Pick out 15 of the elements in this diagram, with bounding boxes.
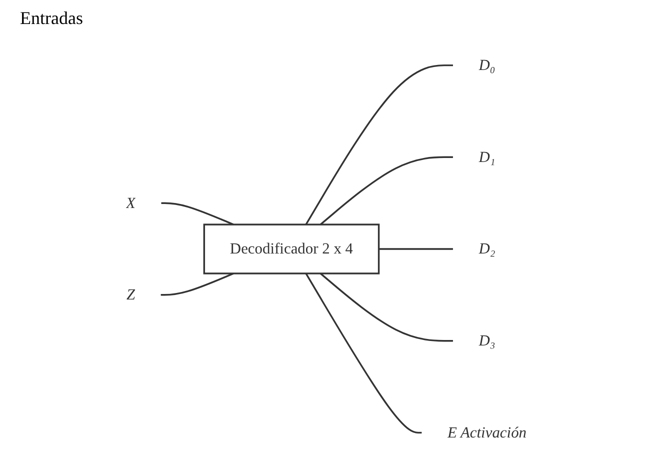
connector: [320, 156, 454, 226]
node-text: D₂: [478, 240, 496, 258]
connector: [305, 273, 422, 434]
node-text: E Activación: [448, 424, 527, 441]
connector: [161, 272, 234, 296]
node-text: Z: [126, 286, 136, 304]
connector: [379, 248, 454, 250]
node-box: Decodificador 2 x 4: [204, 224, 380, 274]
connector: [320, 272, 454, 342]
node-text: D₀: [478, 56, 496, 74]
connector: [305, 64, 454, 225]
node-text: D₃: [478, 332, 496, 349]
connector: [161, 202, 234, 226]
inputs-label: Entradas: [20, 8, 83, 29]
node-text: D₁: [478, 148, 496, 166]
